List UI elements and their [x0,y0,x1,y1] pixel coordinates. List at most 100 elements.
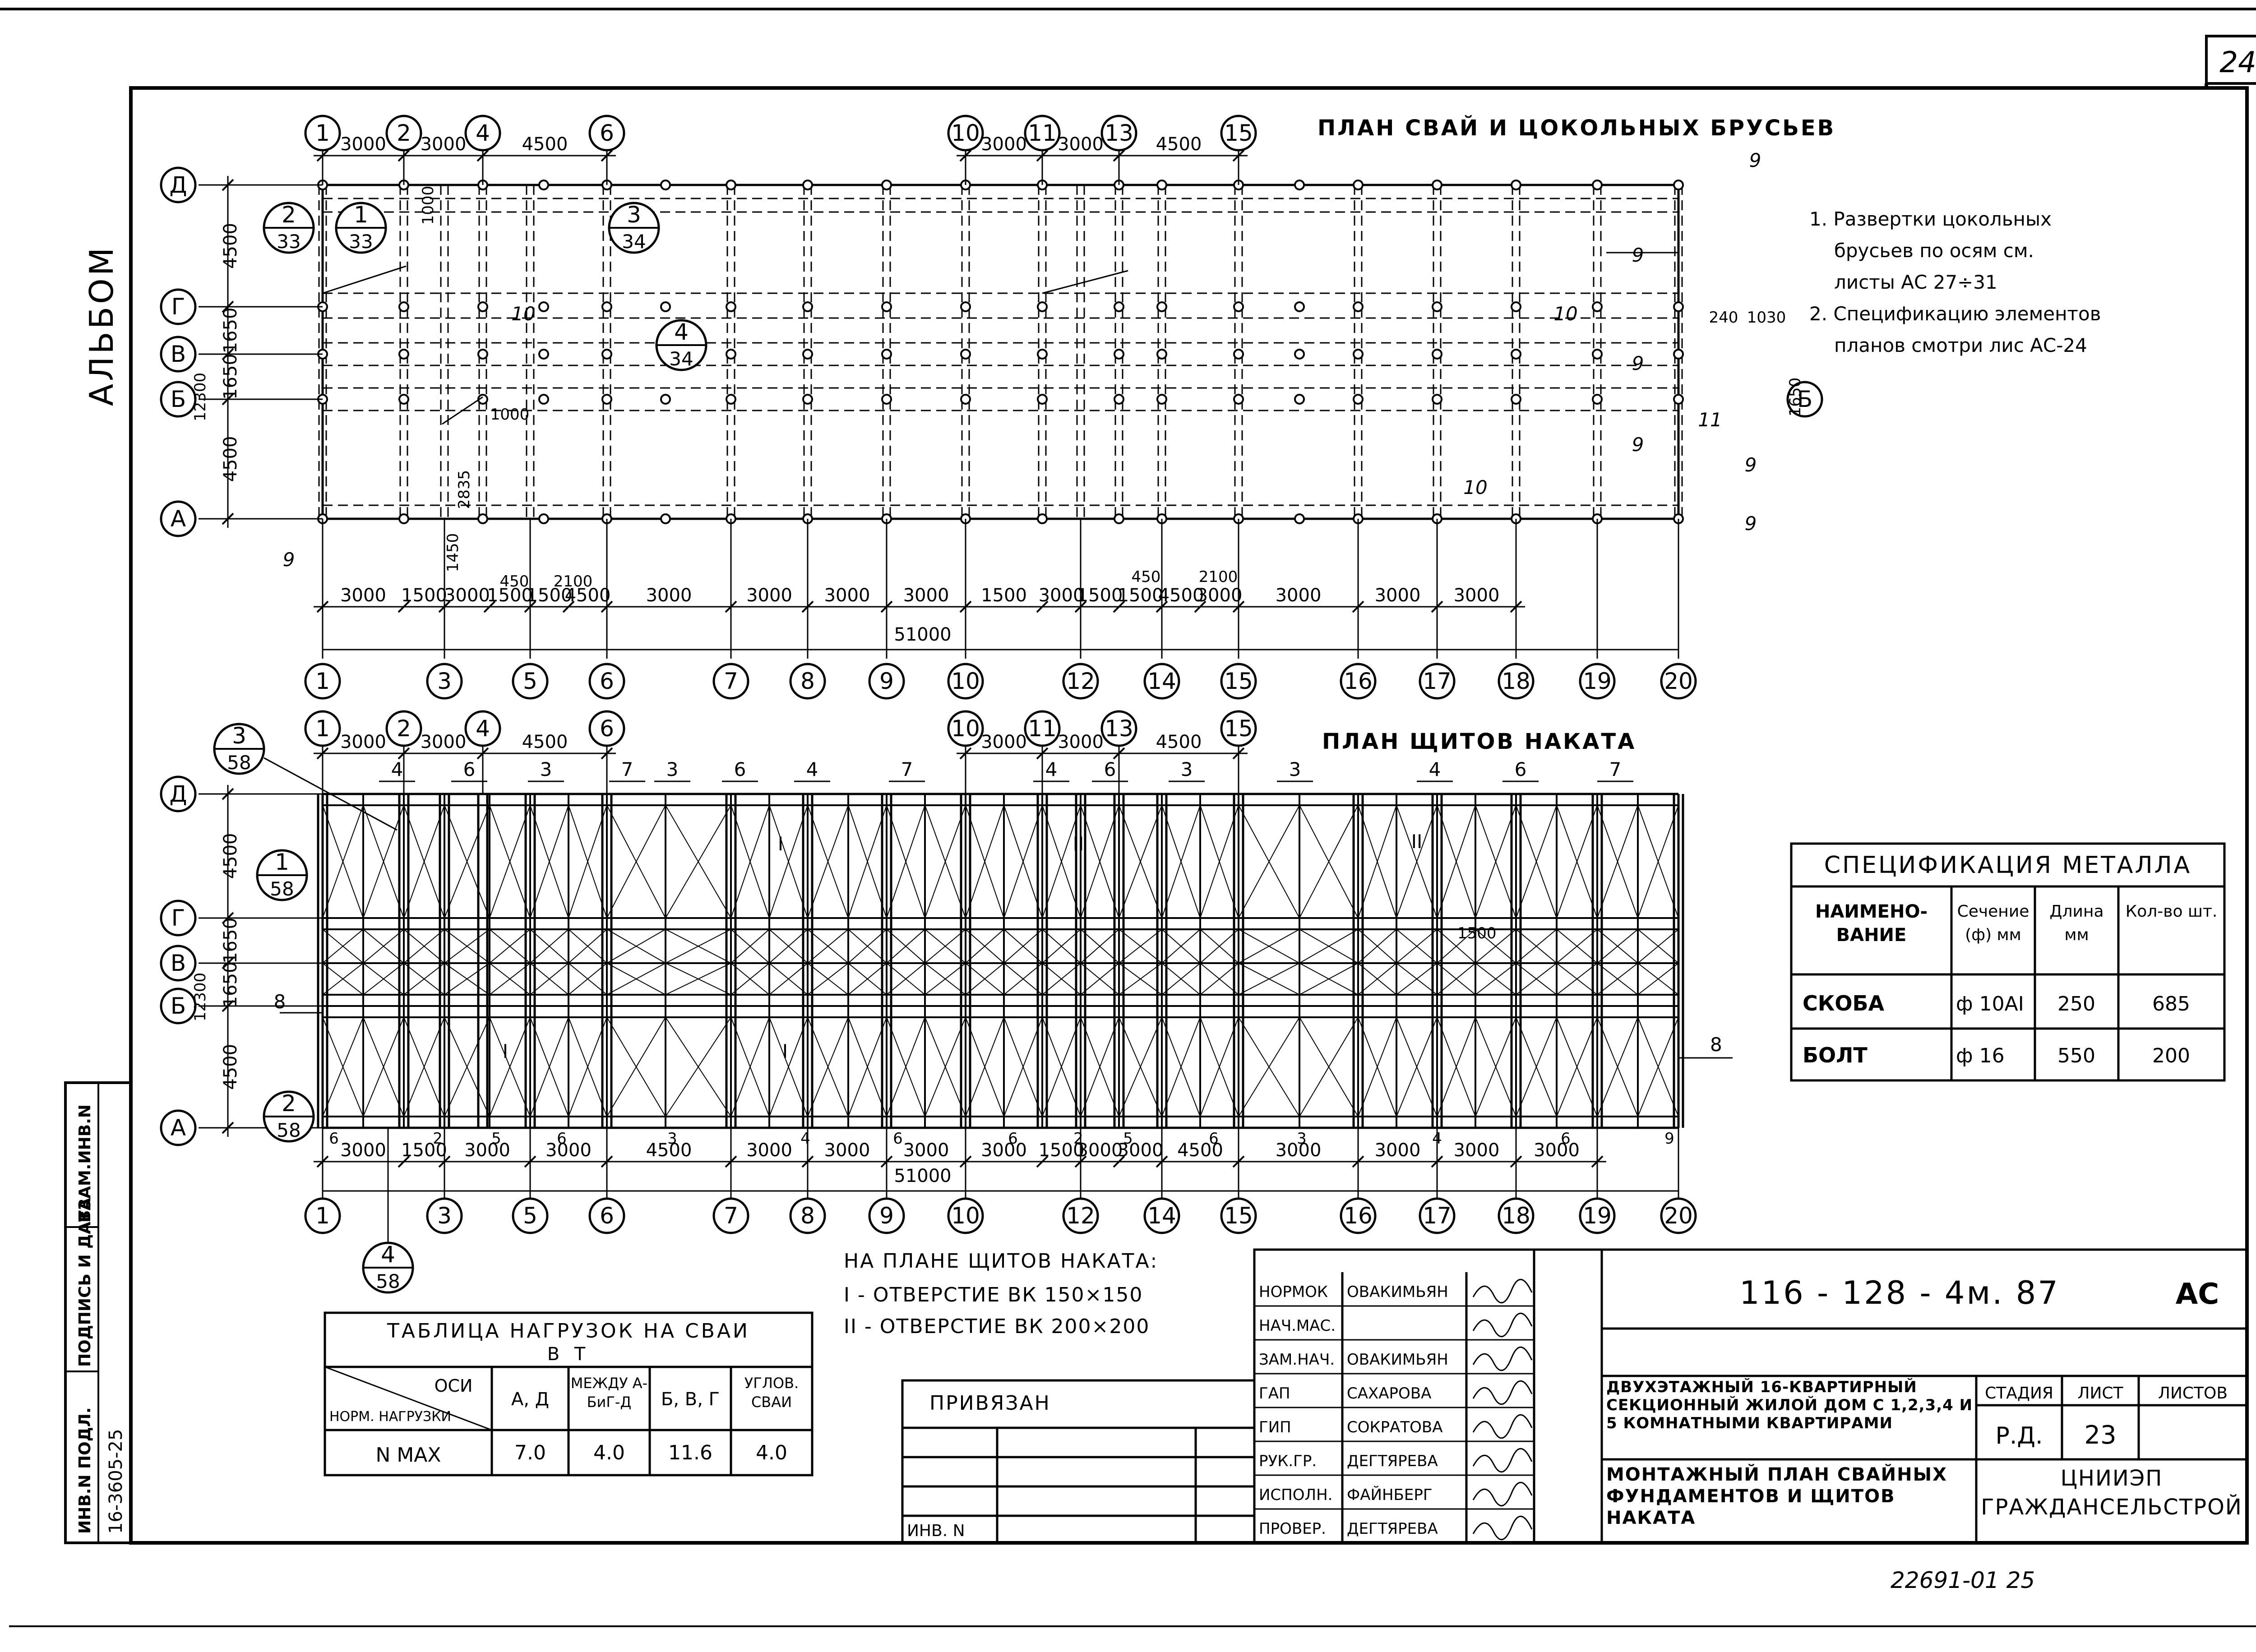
panel-brace [1556,805,1598,918]
extra-dimension: 450 [500,572,529,591]
panel-brace [665,1017,731,1117]
panel-brace [1516,929,1557,964]
dimension-tick [1036,600,1049,613]
dimension-value: 4500 [220,833,241,879]
leader-line [442,396,483,425]
axis-circle [160,900,197,937]
sheet-label: ЛИСТ [2077,1384,2123,1403]
dimension-tick [601,600,613,613]
axis-label: 15 [1224,715,1253,742]
axis-bubble-3: 3 [426,663,463,700]
axis-bubble-20: 20 [1660,663,1697,700]
pile [802,349,813,360]
role-label: ЗАМ.НАЧ. [1259,1351,1335,1369]
axis-circle [512,663,549,700]
role-label: ИСПОЛН. [1259,1486,1332,1504]
dimension-value: 3000 [824,585,870,606]
axis-circle [588,663,625,700]
axis-circle [464,115,501,152]
signature [1472,1414,1533,1439]
axis-label: 12 [1066,668,1095,694]
panel-brace [1597,929,1638,964]
axis-bubble-2: 2 [385,115,422,152]
pile-row-total: 12300 [191,373,209,421]
extra-dimension: 2100 [554,572,593,591]
axis-label: 18 [1502,1203,1530,1229]
axis-label: 18 [1502,668,1530,694]
axis-circle [160,336,197,373]
dimension-tick [316,600,329,613]
axis-circle [426,1197,463,1234]
axis-circle [947,663,984,700]
panel-brace [403,963,445,995]
axis-label: 1 [315,120,330,146]
pile [398,301,409,312]
pile [1592,349,1603,360]
panel-brace [886,1017,925,1117]
pile [726,349,736,360]
dimension-tick [1156,1155,1168,1168]
role-name: ДЕГТЯРЕВА [1347,1452,1438,1470]
axis-label: 4 [476,715,490,742]
panel-type-mark: 4 [1432,1130,1442,1148]
dimension-tick [1036,149,1049,162]
pile [1037,394,1048,405]
hole-mark: II [1411,831,1423,853]
axis-circle [160,775,197,812]
dimension-value: 3000 [464,1140,510,1161]
row-axis-А: А [160,500,197,537]
axis-label: 16 [1344,668,1373,694]
axis-bubble-15: 15 [1220,1197,1257,1234]
dimension-value: 3000 [1276,1140,1322,1161]
dimension-tick [959,747,972,760]
axis-bubble-9: 9 [868,663,905,700]
axis-bubble-19: 19 [1579,663,1616,700]
axis-label: 2 [397,120,411,146]
pile [881,301,892,312]
panel-brace [568,805,607,918]
note-line-1: 1. Развертки цокольных [1809,208,2052,230]
dimension-tick [601,149,613,162]
dimension-value: 1500 [981,585,1027,606]
axis-bubble-11: 11 [1024,115,1061,152]
panel-brace [965,963,1004,995]
panel-brace [1556,963,1598,995]
dimension-value: 1500 [487,585,533,606]
dimension-tick [1074,600,1087,613]
panel-brace [1119,805,1162,918]
panel-type-mark: 6 [1209,1130,1219,1148]
panel-type-mark: 6 [893,1130,903,1148]
axis-label: 1 [315,668,330,694]
panel-brace [730,1017,770,1117]
axis-label: 19 [1583,668,1612,694]
axis-circle [304,115,341,152]
dimension-tick [1113,149,1125,162]
role-name: САХАРОВА [1347,1384,1431,1403]
dimension-tick [1232,600,1245,613]
panel-brace [1437,805,1476,918]
panel-type-mark: 4 [1429,758,1441,780]
axis-circle [1062,663,1099,700]
pile [881,349,892,360]
section-callout: 434 [655,319,707,371]
panel-total: 51000 [894,1166,951,1186]
title-org: ЦНИИЭП ГРАЖДАНСЕЛЬСТРОЙ [1981,1466,2242,1520]
stamp-code: 16-3605-25 [106,1429,126,1534]
dimension-tick [222,957,234,969]
dimension-tick [316,149,329,162]
axis-label: Б [171,386,186,412]
pile [1511,349,1521,360]
panel-brace [1437,929,1476,964]
axis-bubble-13: 13 [1100,710,1137,747]
axis-circle [588,710,625,747]
panel-brace [1238,1017,1300,1117]
pile [1037,349,1048,360]
axis-label: 8 [800,668,815,694]
axis-circle [947,1197,984,1234]
panel-brace [1200,805,1239,918]
dimension-tick [1074,1155,1087,1168]
leader-line [264,757,398,831]
note-line-5: планов смотри лис АС-24 [1834,334,2087,356]
